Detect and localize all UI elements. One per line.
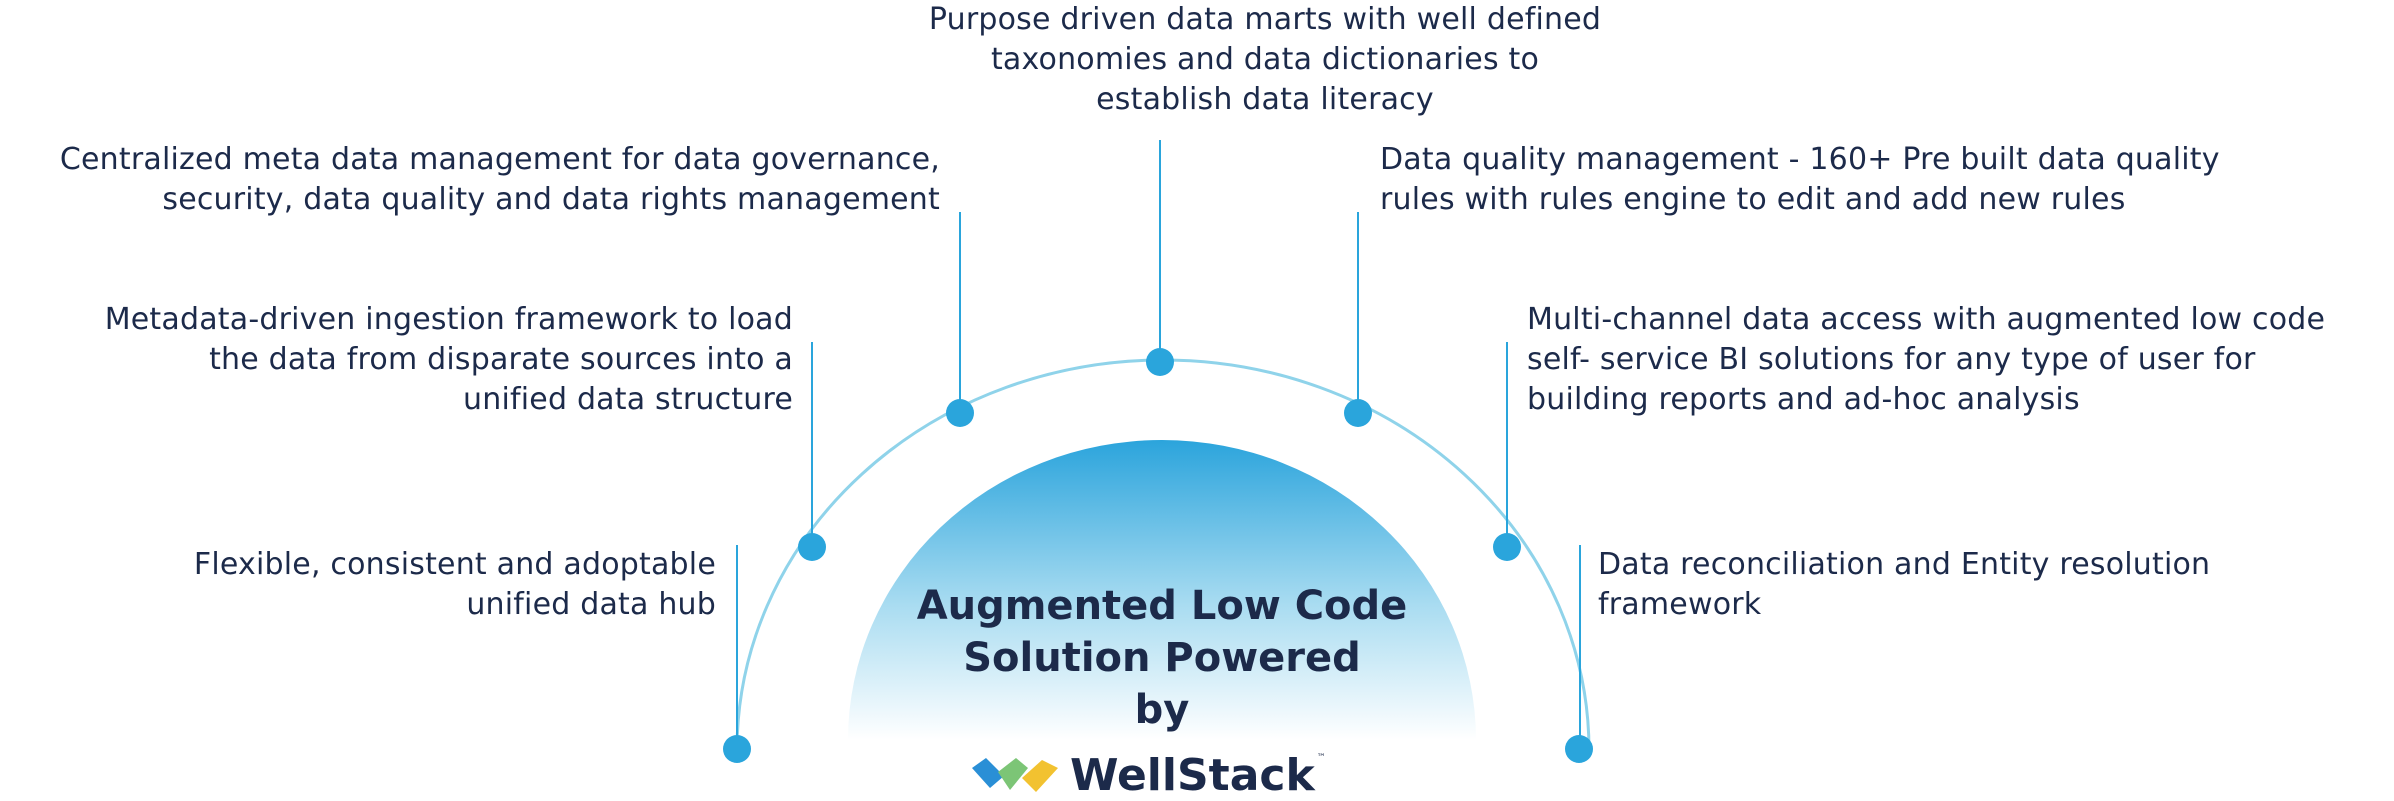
center-title-line: by [1134, 687, 1190, 733]
feature-line: Purpose driven data marts with well defi… [928, 2, 1602, 37]
feature-line: Data reconciliation and Entity resolutio… [1598, 547, 2211, 582]
center-title: Augmented Low Code Solution Powered by [872, 580, 1452, 736]
node-dot-left-2 [946, 399, 974, 427]
feature-line: Centralized meta data management for dat… [59, 142, 940, 177]
node-dot-right-2 [1344, 399, 1372, 427]
feature-line: establish data literacy [1096, 82, 1434, 117]
wellstack-logo-text: WellStack [1070, 750, 1315, 801]
feature-label-right-4: Data reconciliation and Entity resolutio… [1598, 545, 2394, 625]
feature-line: unified data structure [463, 382, 793, 417]
node-dot-right-3 [1493, 533, 1521, 561]
feature-label-left-4: Flexible, consistent and adoptable unifi… [0, 545, 716, 625]
feature-line: framework [1598, 587, 1762, 622]
node-dot-left-3 [798, 533, 826, 561]
node-dot-left-4 [723, 735, 751, 763]
wellstack-logo-mark-icon [972, 758, 1058, 792]
feature-line: Multi-channel data access with augmented… [1527, 302, 2326, 337]
feature-label-left-3: Metadata-driven ingestion framework to l… [0, 300, 793, 420]
feature-line: Metadata-driven ingestion framework to l… [104, 302, 793, 337]
feature-line: self- service BI solutions for any type … [1527, 342, 2256, 377]
center-dome [848, 440, 1476, 740]
feature-line: unified data hub [466, 587, 716, 622]
wellstack-logo: WellStack ™ [970, 754, 1326, 798]
node-dot-right-4 [1565, 735, 1593, 763]
center-title-line: Solution Powered [963, 635, 1361, 681]
feature-line: Data quality management - 160+ Pre built… [1380, 142, 2220, 177]
trademark-symbol: ™ [1316, 753, 1326, 763]
feature-line: building reports and ad-hoc analysis [1527, 382, 2080, 417]
feature-line: rules with rules engine to edit and add … [1380, 182, 2126, 217]
feature-line: the data from disparate sources into a [209, 342, 793, 377]
center-title-line: Augmented Low Code [916, 583, 1408, 629]
feature-label-top: Purpose driven data marts with well defi… [700, 0, 1830, 120]
feature-label-right-2: Data quality management - 160+ Pre built… [1380, 140, 2380, 220]
feature-label-left-2: Centralized meta data management for dat… [0, 140, 940, 220]
node-dot-top [1146, 348, 1174, 376]
feature-line: security, data quality and data rights m… [162, 182, 940, 217]
feature-line: taxonomies and data dictionaries to [990, 42, 1540, 77]
feature-label-right-3: Multi-channel data access with augmented… [1527, 300, 2394, 420]
feature-line: Flexible, consistent and adoptable [193, 547, 716, 582]
